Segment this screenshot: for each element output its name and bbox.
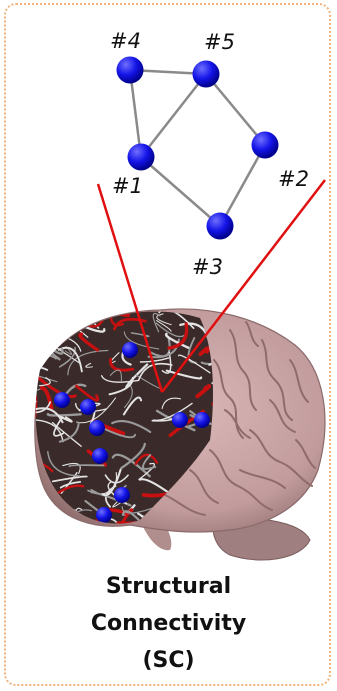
brain-region-marker — [92, 448, 108, 464]
edge-1-5 — [141, 74, 206, 157]
brain-region-marker — [96, 507, 112, 523]
edge-5-2 — [206, 74, 265, 145]
fiber-tract — [48, 414, 81, 415]
fiber-tract — [13, 339, 52, 351]
caption: Structural Connectivity (SC) — [0, 568, 337, 679]
brain-region-marker — [122, 342, 138, 358]
fiber-tract — [72, 300, 87, 313]
fiber-tract — [32, 317, 42, 332]
fiber-tract — [50, 313, 58, 331]
node-label-5: #5 — [204, 30, 235, 54]
brain-region-marker — [114, 487, 130, 503]
node-2 — [252, 132, 279, 159]
node-5 — [193, 61, 220, 88]
brain-region-marker — [172, 412, 188, 428]
fiber-tract — [15, 484, 45, 504]
fiber-tract — [62, 525, 76, 536]
caption-line-1: Structural — [0, 568, 337, 605]
node-label-3: #3 — [192, 255, 223, 279]
node-1 — [128, 144, 155, 171]
node-label-4: #4 — [110, 29, 141, 53]
node-label-1: #1 — [112, 174, 143, 198]
edge-1-3 — [141, 157, 220, 226]
node-label-2: #2 — [278, 167, 309, 191]
brain-region-marker — [89, 420, 105, 436]
brain-region-marker — [54, 392, 70, 408]
caption-line-2: Connectivity — [0, 605, 337, 642]
brain-region-marker — [80, 399, 96, 415]
brain-region-marker — [194, 412, 210, 428]
brain-image — [0, 300, 325, 560]
fiber-tract — [25, 347, 56, 359]
edge-2-3 — [220, 145, 265, 226]
node-3 — [207, 213, 234, 240]
fiber-tract — [0, 329, 36, 352]
caption-line-3: (SC) — [0, 642, 337, 679]
fiber-tract — [2, 442, 35, 447]
node-4 — [117, 57, 144, 84]
fiber-tract — [133, 526, 144, 545]
